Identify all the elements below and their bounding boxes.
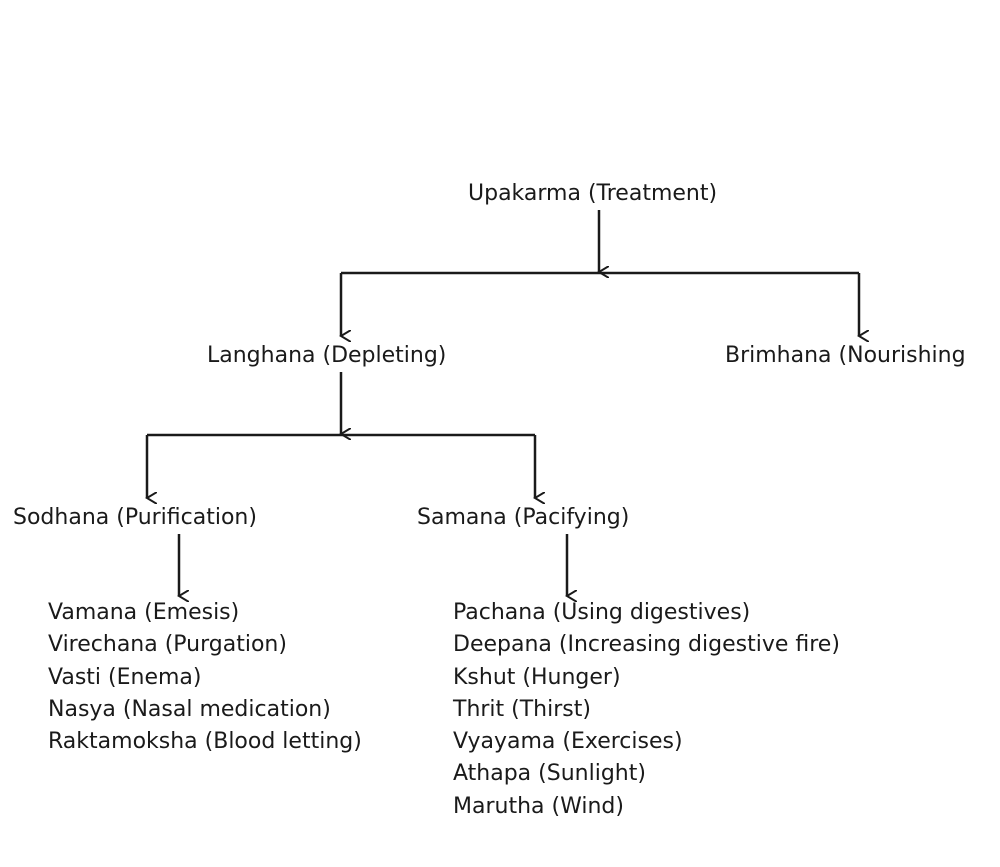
node-langhana: Langhana (Depleting) <box>207 343 447 368</box>
samana-procedures-list: Pachana (Using digestives) Deepana (Incr… <box>453 597 840 823</box>
node-sodhana: Sodhana (Purification) <box>13 505 257 530</box>
list-item: Vyayama (Exercises) <box>453 729 683 755</box>
list-item: Raktamoksha (Blood letting) <box>48 729 362 755</box>
list-item: Athapa (Sunlight) <box>453 761 646 787</box>
node-brimhana: Brimhana (Nourishing <box>725 343 966 368</box>
list-item: Deepana (Increasing digestive fire) <box>453 632 840 658</box>
sodhana-procedures-list: Vamana (Emesis) Virechana (Purgation) Va… <box>48 597 362 758</box>
list-item: Kshut (Hunger) <box>453 664 621 690</box>
list-item: Pachana (Using digestives) <box>453 600 751 625</box>
list-item: Nasya (Nasal medication) <box>48 696 331 722</box>
list-item: Vasti (Enema) <box>48 664 202 690</box>
list-item: Vamana (Emesis) <box>48 600 240 625</box>
node-samana: Samana (Pacifying) <box>417 505 630 530</box>
list-item: Thrit (Thirst) <box>453 696 591 722</box>
list-item: Virechana (Purgation) <box>48 632 287 658</box>
list-item: Marutha (Wind) <box>453 793 624 819</box>
root-node-upakarma: Upakarma (Treatment) <box>468 181 718 206</box>
